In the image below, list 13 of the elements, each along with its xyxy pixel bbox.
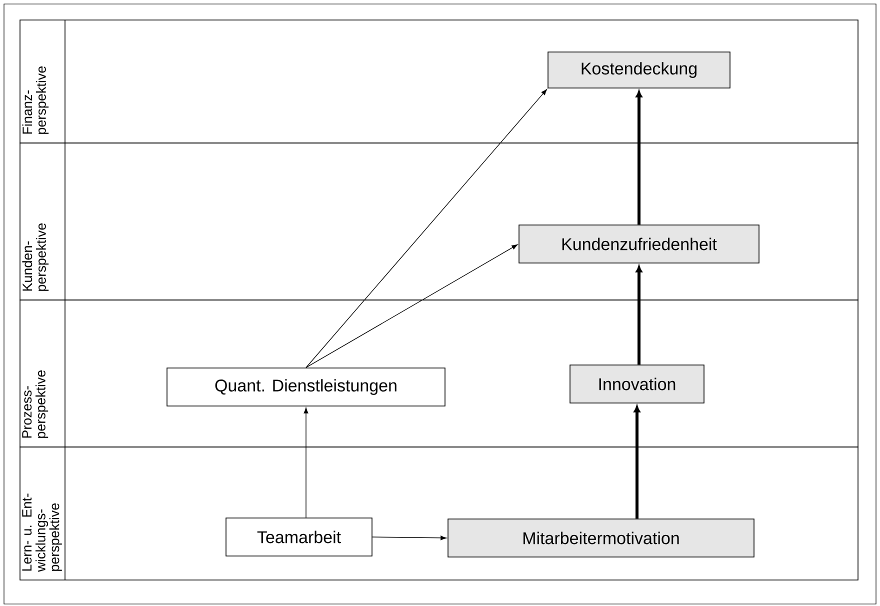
arrow (372, 536, 446, 540)
arrow (636, 90, 642, 225)
goal-box: Kundenzufriedenheit (518, 224, 760, 264)
goal-box: Innovation (570, 364, 704, 404)
arrow (306, 89, 547, 368)
goal-box: Kostendeckung (548, 52, 730, 88)
arrow (634, 406, 640, 519)
arrow (306, 244, 518, 368)
arrow (304, 408, 308, 518)
goal-box: Quant. Dienstleistungen (166, 368, 446, 406)
arrow (636, 266, 642, 365)
goal-box: Teamarbeit (226, 518, 372, 556)
goal-box: Mitarbeitermotivation (448, 518, 754, 558)
